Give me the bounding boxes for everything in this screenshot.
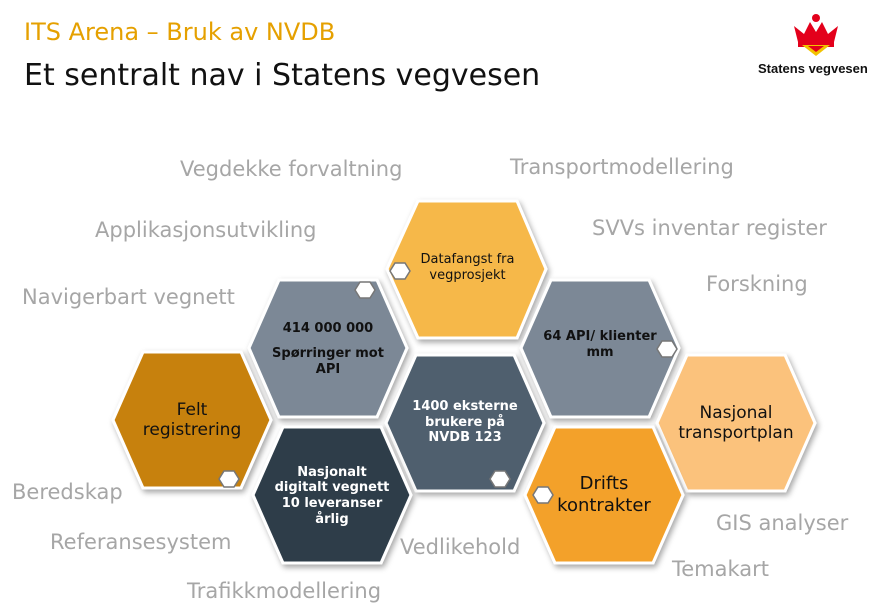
hexagon-drifts — [523, 425, 685, 565]
slide-subtitle: ITS Arena – Bruk av NVDB — [24, 18, 336, 46]
badge-hex-icon — [656, 340, 678, 358]
hex-text-line: Spørringer mot — [272, 346, 384, 362]
badge-hex-icon — [389, 262, 411, 280]
hex-text-line: Nasjonal — [699, 402, 773, 423]
hex-text-line: Nasjonalt — [297, 464, 367, 480]
label-transportmodellering: Transportmodellering — [510, 155, 734, 179]
hexagon-label-vegnett: Nasjonalt digitalt vegnett 10 leveranser… — [262, 455, 402, 537]
hexagon-label-nasjonal: Nasjonal transportplan — [666, 393, 806, 453]
label-vegdekke-forvaltning: Vegdekke forvaltning — [180, 157, 403, 181]
hex-text-line: registrering — [142, 420, 242, 440]
hexagon-nasjonal — [655, 353, 817, 493]
badge-hex-icon — [532, 486, 554, 504]
svv-crown-logo-icon — [790, 12, 842, 58]
hex-text-line: API — [315, 361, 341, 377]
label-forskning: Forskning — [706, 272, 808, 296]
label-trafikkmodellering: Trafikkmodellering — [187, 579, 382, 603]
hexagon-datafangst — [385, 199, 548, 340]
hex-text-line: mm — [586, 345, 614, 360]
hex-text-line: vegprosjekt — [429, 267, 506, 283]
hex-text-line: Felt — [176, 399, 208, 420]
hex-text-line: brukere på — [425, 414, 505, 430]
hex-text-line: Datafangst fra — [420, 251, 515, 267]
logo-text: Statens vegvesen — [758, 61, 868, 76]
slide-title: Et sentralt nav i Statens vegvesen — [24, 58, 541, 93]
label-beredskap: Beredskap — [12, 480, 123, 504]
label-temakart: Temakart — [672, 557, 770, 581]
hexagon-api — [519, 278, 681, 419]
hexagon-eksterne — [384, 353, 546, 493]
hexagon-label-felt: Felt registrering — [122, 390, 262, 450]
hex-text-line: 10 leveranser — [281, 496, 383, 511]
hexagon-label-eksterne: 1400 eksterne brukere på NVDB 123 — [395, 390, 535, 455]
label-referansesystem: Referansesystem — [50, 530, 232, 554]
hex-text-line: Drifts — [579, 473, 629, 495]
badge-hex-icon — [218, 470, 240, 488]
badge-hex-icon — [354, 281, 376, 299]
hexagon-felt — [111, 350, 273, 490]
label-navigerbart-vegnett: Navigerbart vegnett — [22, 285, 235, 309]
label-applikasjonsutvikling: Applikasjonsutvikling — [95, 218, 317, 242]
hexagon-vegnett — [251, 425, 413, 565]
hex-text-line: digitalt vegnett — [274, 480, 390, 496]
hexagon-sporringer — [247, 278, 409, 419]
label-vedlikehold: Vedlikehold — [400, 535, 521, 559]
hexagon-label-sporringer: 414 000 000 Spørringer mot API — [258, 310, 398, 388]
hex-text-line: NVDB 123 — [428, 430, 502, 446]
label-svvs-inventar-register: SVVs inventar register — [592, 216, 827, 240]
hex-text-line: årlig — [315, 511, 349, 527]
hexagon-label-api: 64 API/ klienter mm — [530, 320, 670, 370]
hex-text-line: 1400 eksterne — [412, 399, 518, 415]
hexagon-label-drifts: Drifts kontrakter — [534, 465, 674, 525]
hex-text-line: kontrakter — [557, 495, 651, 516]
hex-text-line: 414 000 000 — [282, 320, 374, 336]
hexagon-label-datafangst: Datafangst fra vegprosjekt — [395, 240, 540, 295]
label-gis-analyser: GIS analyser — [716, 511, 849, 535]
badge-hex-icon — [489, 470, 511, 488]
hex-text-line: transportplan — [678, 423, 794, 443]
hex-text-line: 64 API/ klienter — [543, 329, 657, 345]
